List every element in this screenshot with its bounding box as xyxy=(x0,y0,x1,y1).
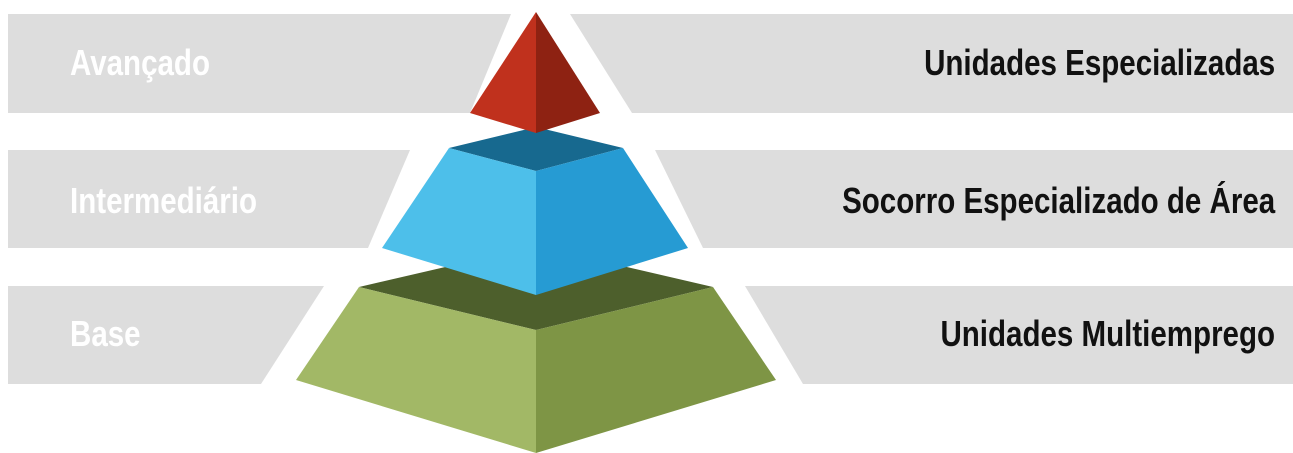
advanced-right-face xyxy=(536,12,600,133)
band-base xyxy=(8,286,1293,384)
level-label-advanced: Avançado xyxy=(70,42,210,83)
intermediate-top-face xyxy=(449,127,623,171)
unit-label-intermediate: Socorro Especializado de Área xyxy=(841,180,1275,221)
level-label-base: Base xyxy=(70,313,141,354)
level-label-intermediate: Intermediário xyxy=(70,180,258,221)
unit-label-advanced: Unidades Especializadas xyxy=(923,42,1275,83)
band-top xyxy=(8,14,1293,113)
pyramid-tier-intermediate xyxy=(382,127,688,295)
advanced-left-face xyxy=(470,12,536,133)
base-right-face xyxy=(536,287,776,453)
pyramid-tier-advanced xyxy=(470,12,600,133)
base-left-face xyxy=(296,287,536,453)
intermediate-right-face xyxy=(536,148,688,295)
band-middle xyxy=(8,150,1293,248)
intermediate-left-face xyxy=(382,148,536,295)
unit-label-base: Unidades Multiemprego xyxy=(940,313,1275,354)
